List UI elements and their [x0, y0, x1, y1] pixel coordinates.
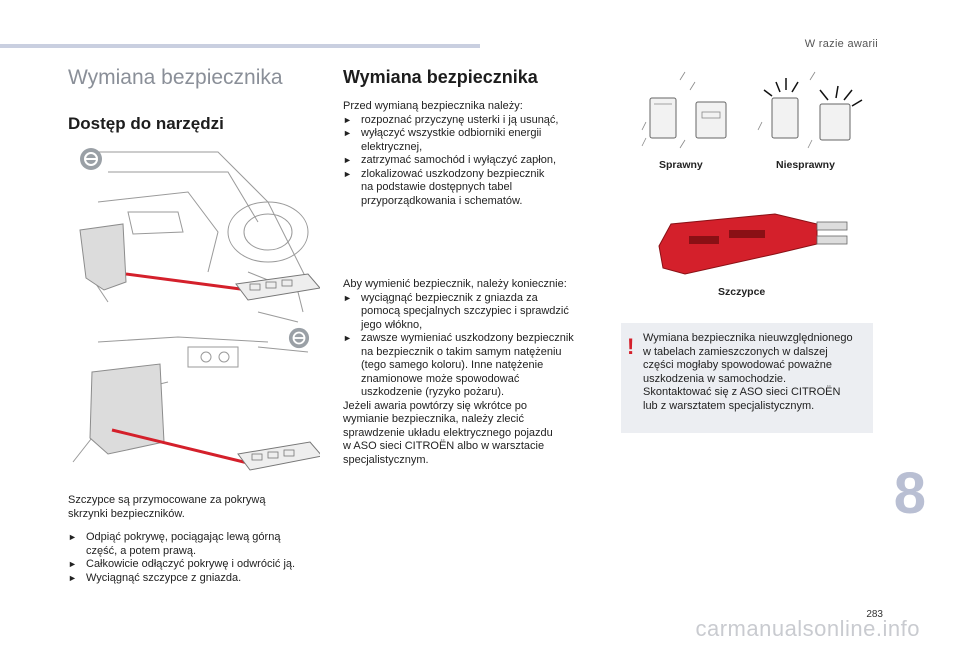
before-list: Przed wymianą bezpiecznika należy: ► roz… [343, 100, 608, 208]
arrow-bullet-icon: ► [343, 155, 352, 165]
section-header: W razie awarii [804, 38, 878, 50]
subsection-title: Dostęp do narzędzi [68, 114, 224, 133]
dashboard-illustration [72, 151, 320, 471]
arrow-bullet-icon: ► [343, 168, 352, 179]
label-working-fuse: Sprawny [659, 159, 703, 171]
arrow-bullet-icon: ► [343, 114, 352, 125]
list-item: ► rozpoznać przyczynę usterki i ją usuną… [343, 113, 559, 126]
chapter-number: 8 [893, 461, 926, 526]
arrow-bullet-icon: ► [343, 292, 352, 303]
arrow-bullet-icon: ► [68, 532, 77, 542]
caption: Szczypce są przymocowane za pokrywą skrz… [68, 494, 328, 521]
header-bar [0, 44, 480, 48]
steering-wheel-icon [288, 327, 310, 349]
fuse-comparison-illustration [641, 71, 863, 149]
label-blown-fuse: Niesprawny [776, 159, 835, 171]
page-title: Wymiana bezpiecznika [68, 66, 283, 89]
caption-line: skrzynki bezpieczników. [68, 507, 185, 520]
intro-text: Aby wymienić bezpiecznik, należy koniecz… [343, 278, 567, 290]
outro-text: Jeżeli awaria powtórzy się wkrótce po wy… [343, 399, 553, 466]
must-list: Aby wymienić bezpiecznik, należy koniecz… [343, 278, 608, 467]
list-item: ► wyłączyć wszystkie odbiorniki energii … [343, 127, 542, 153]
warning-text: Wymiana bezpiecznika nieuwzględnionego w… [643, 332, 853, 412]
intro-text: Przed wymianą bezpiecznika należy: [343, 100, 523, 112]
arrow-bullet-icon: ► [343, 333, 352, 343]
list-item: ► Wyciągnąć szczypce z gniazda. [68, 571, 242, 584]
page-number: 283 [866, 609, 883, 620]
watermark: carmanualsonline.info [695, 616, 920, 641]
section-title: Wymiana bezpiecznika [343, 67, 538, 87]
list-item: ► zlokalizować uszkodzony bezpiecznik na… [343, 167, 545, 207]
fuse-puller-illustration [658, 213, 848, 275]
arrow-bullet-icon: ► [343, 128, 352, 138]
steering-wheel-icon [80, 148, 102, 170]
arrow-bullet-icon: ► [68, 572, 77, 583]
label-pliers: Szczypce [718, 286, 766, 298]
arrow-bullet-icon: ► [68, 559, 77, 569]
warning-box [621, 323, 873, 433]
list-item: ► zatrzymać samochód i wyłączyć zapłon, [343, 154, 557, 166]
list-item: ► Całkowicie odłączyć pokrywę i odwrócić… [68, 558, 296, 570]
caption-line: Szczypce są przymocowane za pokrywą [68, 494, 266, 506]
list-item: ► zawsze wymieniać uszkodzony bezpieczni… [343, 332, 574, 398]
steps-list: ► Odpiąć pokrywę, pociągając lewą górną … [68, 531, 338, 585]
list-item: ► Odpiąć pokrywę, pociągając lewą górną … [68, 531, 281, 557]
list-item: ► wyciągnąć bezpiecznik z gniazda za pom… [343, 291, 569, 331]
warning-exclamation-icon: ! [627, 334, 635, 359]
